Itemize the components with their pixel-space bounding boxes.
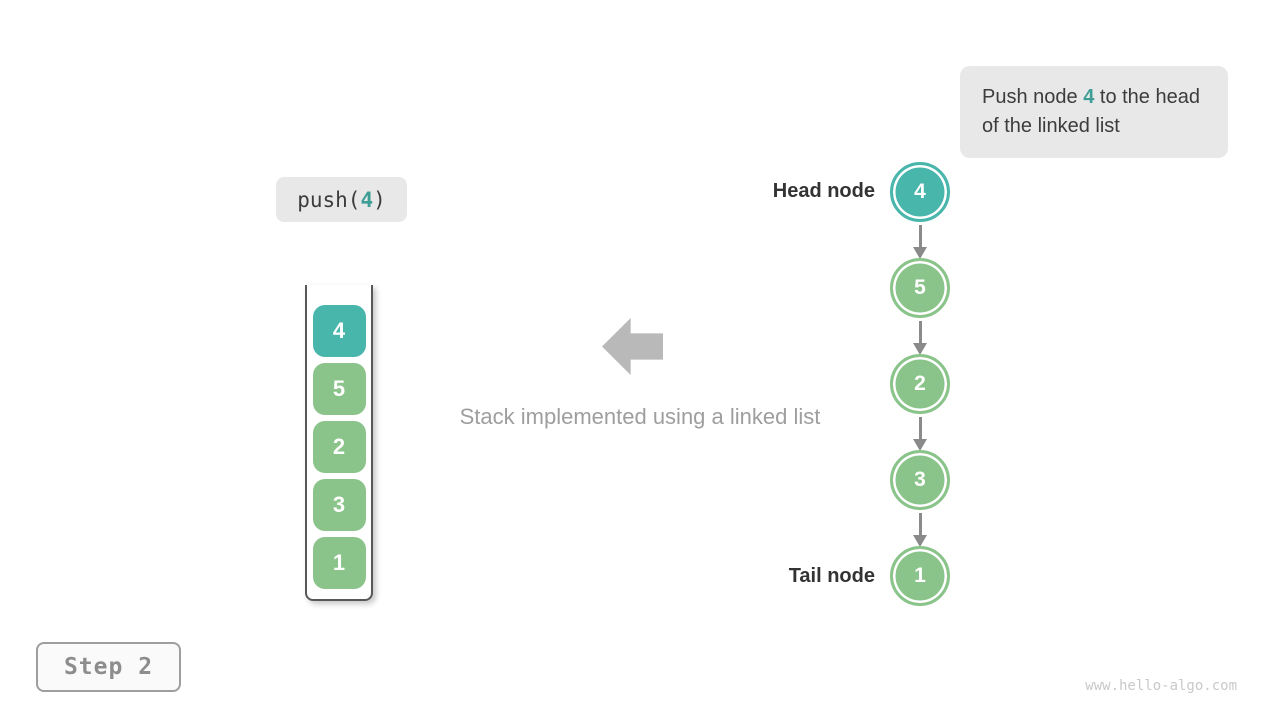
head-node-label: Head node xyxy=(772,180,875,202)
arrow-head xyxy=(913,343,927,355)
arrow-line xyxy=(918,321,922,345)
stack-node: 4 xyxy=(312,305,366,357)
push-text-part: ) xyxy=(373,187,386,212)
stack-node: 5 xyxy=(312,363,366,415)
watermark: www.hello-algo.com xyxy=(1085,678,1237,694)
arrow-down-icon xyxy=(890,321,950,355)
tail-node-label: Tail node xyxy=(788,565,875,587)
arrow-line xyxy=(918,513,922,537)
arrow-head xyxy=(913,535,927,547)
caption-text: Stack implemented using a linked list xyxy=(459,404,821,429)
arrow-down-icon xyxy=(890,225,950,259)
linked-list: 4 5 2 3 1 xyxy=(890,162,950,638)
push-call-badge: push(4) xyxy=(276,177,407,222)
arrow-line xyxy=(918,417,922,441)
note-highlight-value: 4 xyxy=(1083,86,1095,108)
list-node: 5 xyxy=(890,258,950,318)
arrow-down-icon xyxy=(890,513,950,547)
arrow-down-icon xyxy=(890,417,950,451)
list-node: 3 xyxy=(890,450,950,510)
arrow-head xyxy=(913,439,927,451)
arrow-head xyxy=(913,247,927,259)
stack-node: 2 xyxy=(312,421,366,473)
push-highlight-value: 4 xyxy=(360,187,374,212)
instruction-note: Push node 4 to the head of the linked li… xyxy=(960,66,1228,158)
arrow-line xyxy=(918,225,922,249)
list-node: 1 xyxy=(890,546,950,606)
step-badge: Step 2 xyxy=(36,642,181,692)
stack-node: 3 xyxy=(312,479,366,531)
note-text-part: Push node xyxy=(982,86,1084,108)
list-node: 4 xyxy=(890,162,950,222)
stack-node: 1 xyxy=(312,537,366,589)
left-block-arrow-icon xyxy=(602,318,663,375)
push-text-part: push( xyxy=(297,187,361,212)
list-node: 2 xyxy=(890,354,950,414)
note-text-part: to the head of the linked list xyxy=(982,86,1200,137)
stack-container: 4 5 2 3 1 xyxy=(305,285,373,601)
